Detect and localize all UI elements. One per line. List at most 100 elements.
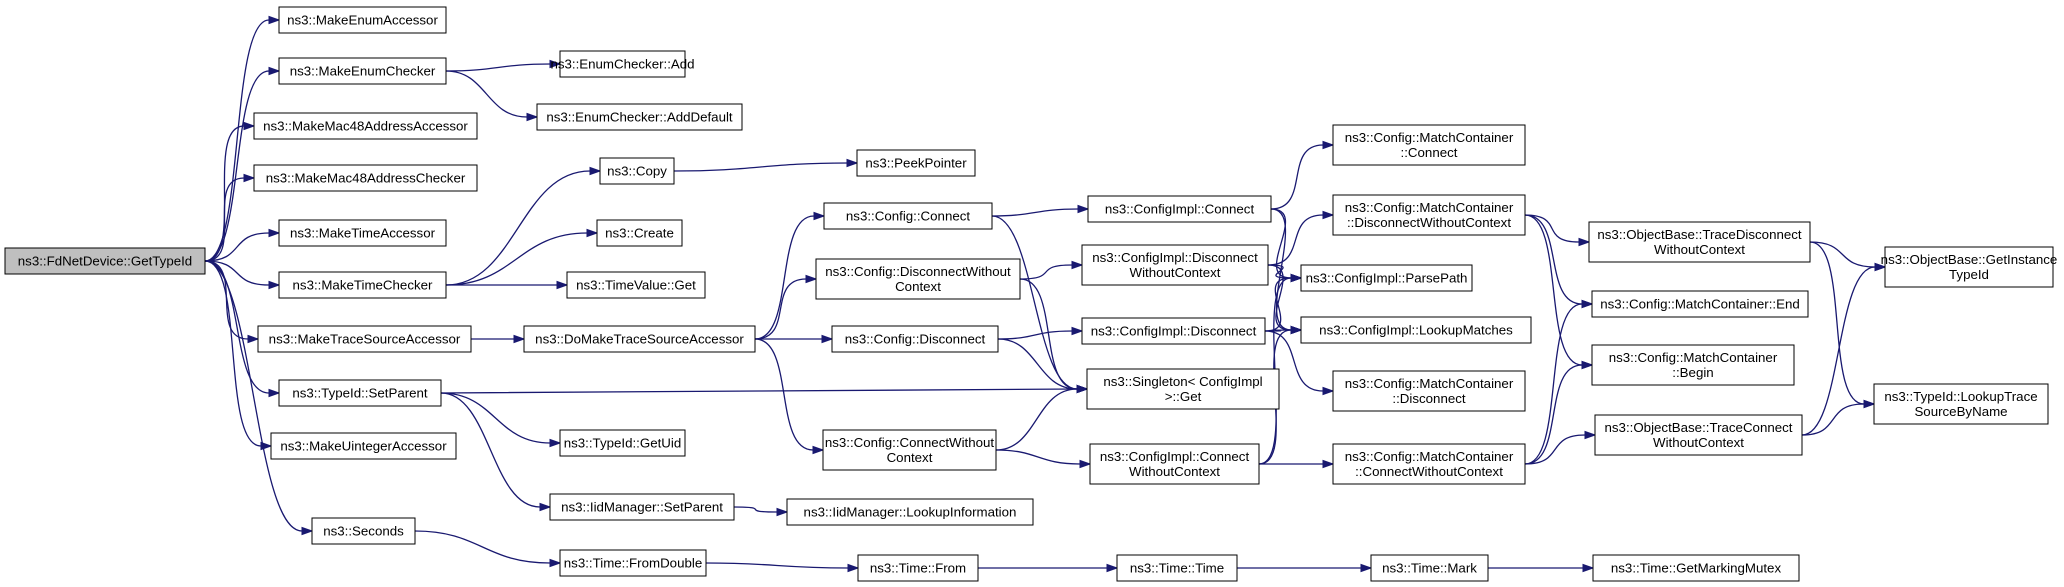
edge-arrowhead (1582, 563, 1595, 573)
edge-mccwc-to-obtcwc (1524, 430, 1597, 465)
node-box (1086, 368, 1280, 410)
node-ns3-seconds[interactable]: ns3::Seconds (311, 517, 416, 545)
node-ns3-config-disconnect[interactable]: ns3::Config::Disconnect (831, 325, 999, 353)
node-ns3-time-getmarkingmutex[interactable]: ns3::Time::GetMarkingMutex (1592, 554, 1800, 582)
edge-root-to-mta (204, 228, 281, 262)
node-ns3-typeid-getuid[interactable]: ns3::TypeId::GetUid (559, 429, 686, 457)
node-box (1300, 316, 1532, 344)
node-label: ns3::Time::From (870, 561, 966, 576)
node-box (786, 498, 1034, 526)
node-ns3-makeenumaccessor[interactable]: ns3::MakeEnumAccessor (278, 6, 447, 34)
node-ns3-config-matchcontainer-begin[interactable]: ns3::Config::MatchContainer::Begin (1591, 344, 1795, 386)
node-ns3-objectbase-traceconnect-withoutcontext[interactable]: ns3::ObjectBase::TraceConnectWithoutCont… (1594, 414, 1803, 456)
edge-mtsa-to-dmtsa (471, 334, 526, 344)
node-label: ::Begin (1672, 365, 1713, 380)
node-ns3-config-matchcontainer-connect[interactable]: ns3::Config::MatchContainer::Connect (1332, 124, 1526, 166)
node-box (599, 157, 675, 185)
edge-line (1524, 214, 1583, 305)
edge-line (440, 392, 541, 508)
node-label: ns3::MakeTimeChecker (293, 278, 433, 293)
edge-root-to-mtc (204, 260, 281, 290)
edge-arrowhead (549, 438, 562, 448)
edge-line (445, 63, 551, 72)
node-ns3-configimpl-disconnect-withoutcontext[interactable]: ns3::ConfigImpl::DisconnectWithoutContex… (1081, 244, 1269, 286)
node-ns3-enumchecker-add[interactable]: ns3::EnumChecker::Add (550, 50, 695, 78)
node-box (253, 112, 478, 140)
node-label: ns3::Seconds (323, 524, 404, 539)
node-ns3-config-matchcontainer-connectwithoutcontext[interactable]: ns3::Config::MatchContainer::ConnectWith… (1332, 443, 1526, 485)
node-ns3-create[interactable]: ns3::Create (596, 219, 683, 247)
edge-mcdwc-to-obtdwc (1524, 214, 1591, 247)
node-label: ns3::Create (605, 226, 674, 241)
node-ns3-config-matchcontainer-end[interactable]: ns3::Config::MatchContainer::End (1591, 290, 1809, 318)
edge-arrowhead (1290, 273, 1303, 283)
edge-dmtsa-to-cdisc (755, 334, 834, 344)
edge-arrowhead (549, 558, 562, 568)
node-ns3-makemac48addressaccessor[interactable]: ns3::MakeMac48AddressAccessor (253, 112, 478, 140)
node-ns3-config-connect[interactable]: ns3::Config::Connect (823, 202, 993, 230)
node-ns3-config-disconnectwithout-context[interactable]: ns3::Config::DisconnectWithoutContext (815, 258, 1021, 300)
node-label: ns3::MakeMac48AddressChecker (266, 171, 466, 186)
edge-line (991, 215, 1078, 390)
node-ns3-domaketracesourceaccessor[interactable]: ns3::DoMakeTraceSourceAccessor (523, 325, 756, 353)
edge-cicwc-to-mccwc (1258, 459, 1335, 469)
node-ns3-time-mark[interactable]: ns3::Time::Mark (1370, 554, 1489, 582)
node-ns3-configimpl-disconnect[interactable]: ns3::ConfigImpl::Disconnect (1081, 317, 1266, 345)
edge-obtcwc-to-obgit (1801, 262, 1887, 436)
node-ns3-copy[interactable]: ns3::Copy (599, 157, 675, 185)
node-ns3-maketimeaccessor[interactable]: ns3::MakeTimeAccessor (278, 219, 447, 247)
node-box (1592, 554, 1800, 582)
node-ns3-makemac48addresschecker[interactable]: ns3::MakeMac48AddressChecker (253, 164, 478, 192)
node-ns3-iidmanager-setparent[interactable]: ns3::IidManager::SetParent (549, 493, 735, 521)
node-box (1873, 383, 2049, 425)
node-ns3-configimpl-connect-withoutcontext[interactable]: ns3::ConfigImpl::ConnectWithoutContext (1089, 443, 1260, 485)
edge-tidsp-to-tidgu (440, 392, 562, 448)
edge-mcdwc-to-mcend (1524, 214, 1594, 309)
node-label: ns3::IidManager::LookupInformation (804, 505, 1017, 520)
node-label: ns3::Config::DisconnectWithout (825, 264, 1011, 279)
edge-arrowhead (846, 158, 859, 168)
node-ns3-timevalue-get[interactable]: ns3::TimeValue::Get (566, 271, 706, 299)
node-ns3-maketracesourceaccessor[interactable]: ns3::MakeTraceSourceAccessor (257, 325, 472, 353)
node-ns3-config-matchcontainer-disconnectwithoutcontext[interactable]: ns3::Config::MatchContainer::DisconnectW… (1332, 194, 1526, 236)
edge-arrowhead (812, 445, 825, 455)
edge-line (204, 260, 270, 286)
node-ns3-time-fromdouble[interactable]: ns3::Time::FromDouble (559, 549, 707, 577)
node-ns3-time-time[interactable]: ns3::Time::Time (1116, 554, 1238, 582)
node-box (1089, 443, 1260, 485)
edge-line (204, 260, 262, 447)
edge-arrowhead (1863, 399, 1876, 409)
node-ns3-configimpl-connect[interactable]: ns3::ConfigImpl::Connect (1087, 195, 1272, 223)
edge-obtcwc-to-tidlts (1801, 399, 1876, 436)
node-ns3-configimpl-parsepath[interactable]: ns3::ConfigImpl::ParsePath (1300, 264, 1473, 292)
node-ns3-objectbase-tracedisconnect-withoutcontext[interactable]: ns3::ObjectBase::TraceDisconnectWithoutC… (1588, 221, 1811, 263)
node-ns3-config-matchcontainer-disconnect[interactable]: ns3::Config::MatchContainer::Disconnect (1332, 370, 1526, 412)
edge-mtc-to-create (445, 228, 599, 286)
node-box (278, 219, 447, 247)
node-ns3-makeenumchecker[interactable]: ns3::MakeEnumChecker (278, 57, 447, 85)
edge-arrowhead (1071, 260, 1084, 270)
node-ns3-peekpointer[interactable]: ns3::PeekPointer (856, 149, 976, 177)
node-ns3-time-from[interactable]: ns3::Time::From (857, 554, 979, 582)
node-box (856, 149, 976, 177)
node-box (596, 219, 683, 247)
node-ns3-enumchecker-adddefault[interactable]: ns3::EnumChecker::AddDefault (536, 103, 743, 131)
edge-line (1270, 208, 1292, 279)
edge-arrowhead (1076, 384, 1089, 394)
node-ns3-singleton-configimpl-get[interactable]: ns3::Singleton< ConfigImpl >::Get (1086, 368, 1280, 410)
edge-mccwc-to-mcend (1524, 299, 1594, 465)
node-ns3-iidmanager-lookupinformation[interactable]: ns3::IidManager::LookupInformation (786, 498, 1034, 526)
node-box (815, 258, 1021, 300)
node-box (311, 517, 416, 545)
node-ns3-maketimechecker[interactable]: ns3::MakeTimeChecker (278, 271, 447, 299)
node-label: ns3::FdNetDevice::GetTypeId (18, 254, 192, 269)
node-ns3-config-connectwithout-context[interactable]: ns3::Config::ConnectWithoutContext (822, 429, 997, 471)
node-ns3-configimpl-lookupmatches[interactable]: ns3::ConfigImpl::LookupMatches (1300, 316, 1532, 344)
node-ns3-makeuintegeraccessor[interactable]: ns3::MakeUintegerAccessor (270, 432, 457, 460)
edge-line (440, 392, 551, 444)
edge-arrowhead (556, 280, 569, 290)
node-box (566, 271, 706, 299)
node-ns3-typeid-setparent[interactable]: ns3::TypeId::SetParent (278, 379, 442, 407)
